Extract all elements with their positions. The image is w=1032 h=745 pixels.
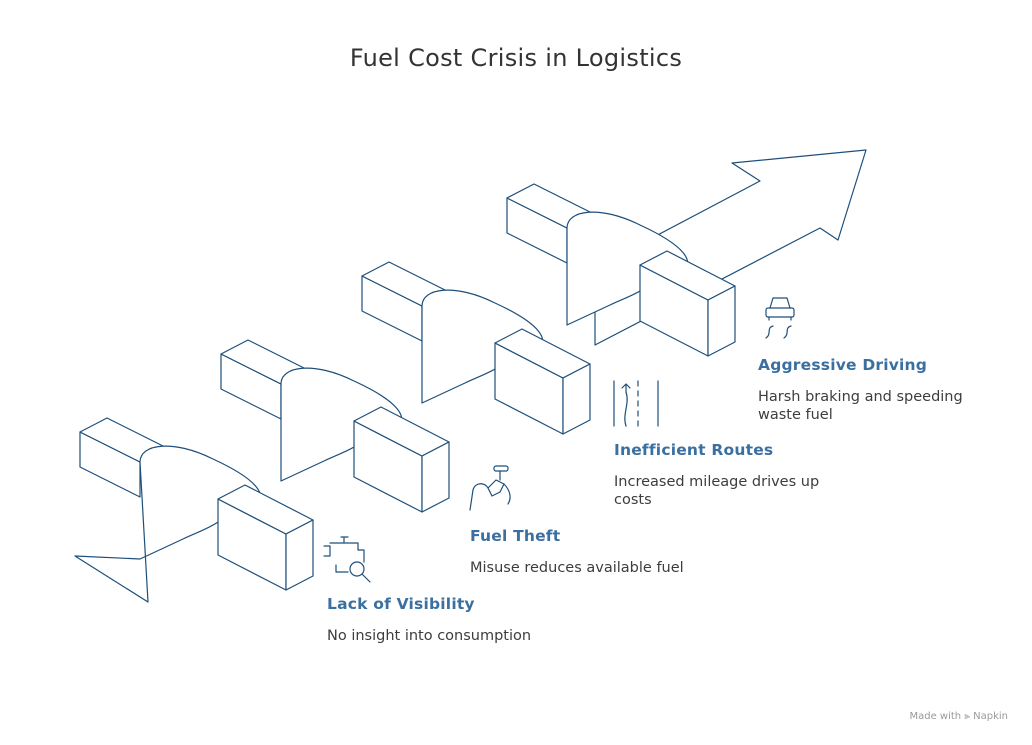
item-aggressive-driving: Aggressive Driving Harsh braking and spe… [758,356,1008,424]
ribbon-4 [566,211,689,326]
item-inefficient-routes: Inefficient Routes Increased mileage dri… [614,441,854,509]
block-2-front-side [421,441,450,513]
car-skid-icon [765,297,795,339]
item-description: Harsh braking and speeding waste fuel [758,389,963,423]
item-heading: Lack of Visibility [327,595,475,613]
block-3-front-side [562,363,591,435]
item-description: Increased mileage drives up costs [614,474,820,508]
ribbon-2 [280,367,403,482]
fuel-nozzle-hand-icon [469,465,511,511]
block-4-front-side [707,285,736,357]
road-route-icon [613,380,659,427]
item-fuel-theft: Fuel Theft Misuse reduces available fuel [470,527,750,577]
engine-search-icon [323,536,371,583]
item-heading: Fuel Theft [470,527,561,545]
block-1-front-side [285,519,314,591]
item-lack-of-visibility: Lack of Visibility No insight into consu… [327,595,607,645]
item-description: Misuse reduces available fuel [470,560,684,576]
item-description: No insight into consumption [327,628,532,644]
made-with-napkin-footer: Made with ⫸ Napkin [909,711,1008,722]
item-heading: Inefficient Routes [614,441,774,459]
item-heading: Aggressive Driving [758,356,928,374]
ribbon-3 [421,289,544,404]
page-title: Fuel Cost Crisis in Logistics [349,44,683,72]
